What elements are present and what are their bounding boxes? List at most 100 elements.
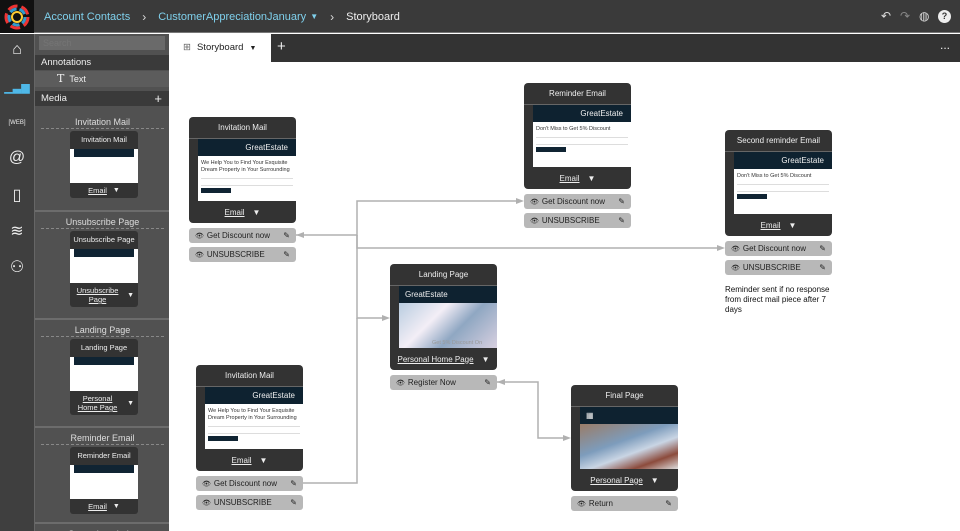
preview-body (201, 178, 293, 186)
brand-logo: GreatEstate (198, 139, 296, 156)
redo-icon[interactable]: ↷ (900, 9, 911, 23)
eye-icon: 👁 (195, 252, 204, 259)
node-page-select[interactable]: Email ▼ (524, 167, 631, 189)
database-icon[interactable]: ≋ (10, 223, 24, 240)
caret-down-icon[interactable]: ▼ (481, 354, 490, 364)
preview-button (208, 436, 238, 441)
eye-icon: 👁 (731, 265, 740, 272)
node-action[interactable]: 👁Return✎ (571, 496, 678, 511)
node-type: Email (559, 173, 580, 183)
web-icon[interactable]: [WEB] (8, 120, 26, 126)
tab-storyboard[interactable]: ⊞Storyboard▼ (169, 34, 271, 62)
caret-down-icon[interactable]: ▼ (310, 12, 319, 21)
node-title: Reminder Email (524, 83, 631, 105)
help-icon[interactable]: ? (938, 10, 951, 23)
caret-down-icon[interactable]: ▼ (112, 187, 120, 194)
caret-down-icon[interactable]: ▼ (112, 503, 120, 510)
edit-icon[interactable]: ✎ (484, 378, 491, 387)
storyboard-node[interactable]: Final Page▦Personal Page▼ (571, 385, 678, 491)
node-action[interactable]: 👁Get Discount now✎ (725, 241, 832, 256)
media-card-footer[interactable]: Email▼ (70, 183, 138, 198)
node-action[interactable]: 👁UNSUBSCRIBE✎ (524, 213, 631, 228)
node-title: Final Page (571, 385, 678, 407)
edit-icon[interactable]: ✎ (618, 197, 625, 206)
globe-icon[interactable]: ◍ (919, 9, 930, 23)
node-page-select[interactable]: Email▼ (189, 201, 296, 223)
workflow-icon[interactable]: ⚇ (9, 259, 25, 276)
caret-down-icon[interactable]: ▼ (249, 45, 257, 52)
node-action[interactable]: 👁UNSUBSCRIBE✎ (189, 247, 296, 262)
document-icon[interactable]: ▯ (12, 187, 22, 204)
node-action[interactable]: 👁Register Now✎ (390, 375, 497, 390)
node-title: Second reminder Email (725, 130, 832, 152)
media-section-label: Second reminder (41, 527, 164, 531)
more-options-button[interactable]: ... (939, 38, 950, 52)
edit-icon[interactable]: ✎ (290, 498, 297, 507)
caret-down-icon[interactable]: ▼ (788, 220, 797, 230)
caret-down-icon[interactable]: ▼ (587, 173, 596, 183)
breadcrumb-campaign[interactable]: CustomerAppreciationJanuary (158, 10, 307, 23)
node-action[interactable]: 👁Get Discount now✎ (189, 228, 296, 243)
preview-body (208, 426, 300, 434)
preview-headline: Don't Miss to Get 5% Discount (737, 173, 812, 179)
media-card-preview (70, 465, 138, 499)
node-page-select[interactable]: Email▼ (725, 214, 832, 236)
tab-label: Storyboard (196, 42, 244, 53)
edit-icon[interactable]: ✎ (283, 231, 290, 240)
brand-logo: GreatEstate (399, 286, 497, 303)
media-card-footer[interactable]: Unsubscribe Page ▼ (70, 283, 138, 307)
node-action[interactable]: 👁Get Discount now✎ (524, 194, 631, 209)
edit-icon[interactable]: ✎ (819, 263, 826, 272)
media-card-footer[interactable]: Email▼ (70, 499, 138, 514)
node-action[interactable]: 👁UNSUBSCRIBE✎ (725, 260, 832, 275)
action-label: Get Discount now (742, 244, 807, 253)
caret-down-icon[interactable]: ▼ (259, 455, 268, 465)
text-icon: T (57, 72, 65, 85)
edit-icon[interactable]: ✎ (290, 479, 297, 488)
edit-icon[interactable]: ✎ (283, 250, 290, 259)
analytics-icon[interactable]: ▁▃▆ (4, 82, 30, 94)
app-logo[interactable] (0, 0, 34, 33)
preview-body (536, 137, 628, 145)
arrow-head (516, 198, 524, 204)
email-at-icon[interactable]: @ (8, 149, 26, 166)
node-action[interactable]: 👁UNSUBSCRIBE✎ (196, 495, 303, 510)
search-input[interactable] (39, 36, 165, 50)
media-card-preview (70, 249, 138, 283)
node-action[interactable]: 👁Get Discount now✎ (196, 476, 303, 491)
node-type: Personal Home Page (397, 354, 474, 364)
edit-icon[interactable]: ✎ (819, 244, 826, 253)
edit-icon[interactable]: ✎ (618, 216, 625, 225)
add-tab-button[interactable]: + (277, 38, 286, 55)
node-page-select[interactable]: Personal Home Page ▼ (390, 348, 497, 370)
add-media-icon[interactable]: + (154, 91, 162, 106)
caret-down-icon[interactable]: ▼ (127, 399, 134, 407)
media-card-preview (70, 149, 138, 183)
media-card-type: Unsubscribe Page (76, 286, 119, 304)
edit-icon[interactable]: ✎ (665, 499, 672, 508)
node-page-select[interactable]: Email▼ (196, 449, 303, 471)
breadcrumb-account-contacts[interactable]: Account Contacts (44, 10, 131, 23)
node-page-select[interactable]: Personal Page▼ (571, 469, 678, 491)
home-icon[interactable]: ⌂ (12, 41, 22, 58)
brand-logo: GreatEstate (734, 152, 832, 169)
eye-icon: 👁 (577, 501, 586, 508)
media-card-footer[interactable]: Personal Home Page▼ (70, 391, 138, 415)
caret-down-icon[interactable]: ▼ (252, 207, 261, 217)
caret-down-icon[interactable]: ▼ (650, 475, 659, 485)
undo-icon[interactable]: ↶ (881, 9, 892, 23)
media-section-label: Unsubscribe Page (41, 215, 164, 229)
caret-down-icon[interactable]: ▼ (127, 291, 134, 299)
media-card-title: Reminder Email (77, 451, 131, 460)
